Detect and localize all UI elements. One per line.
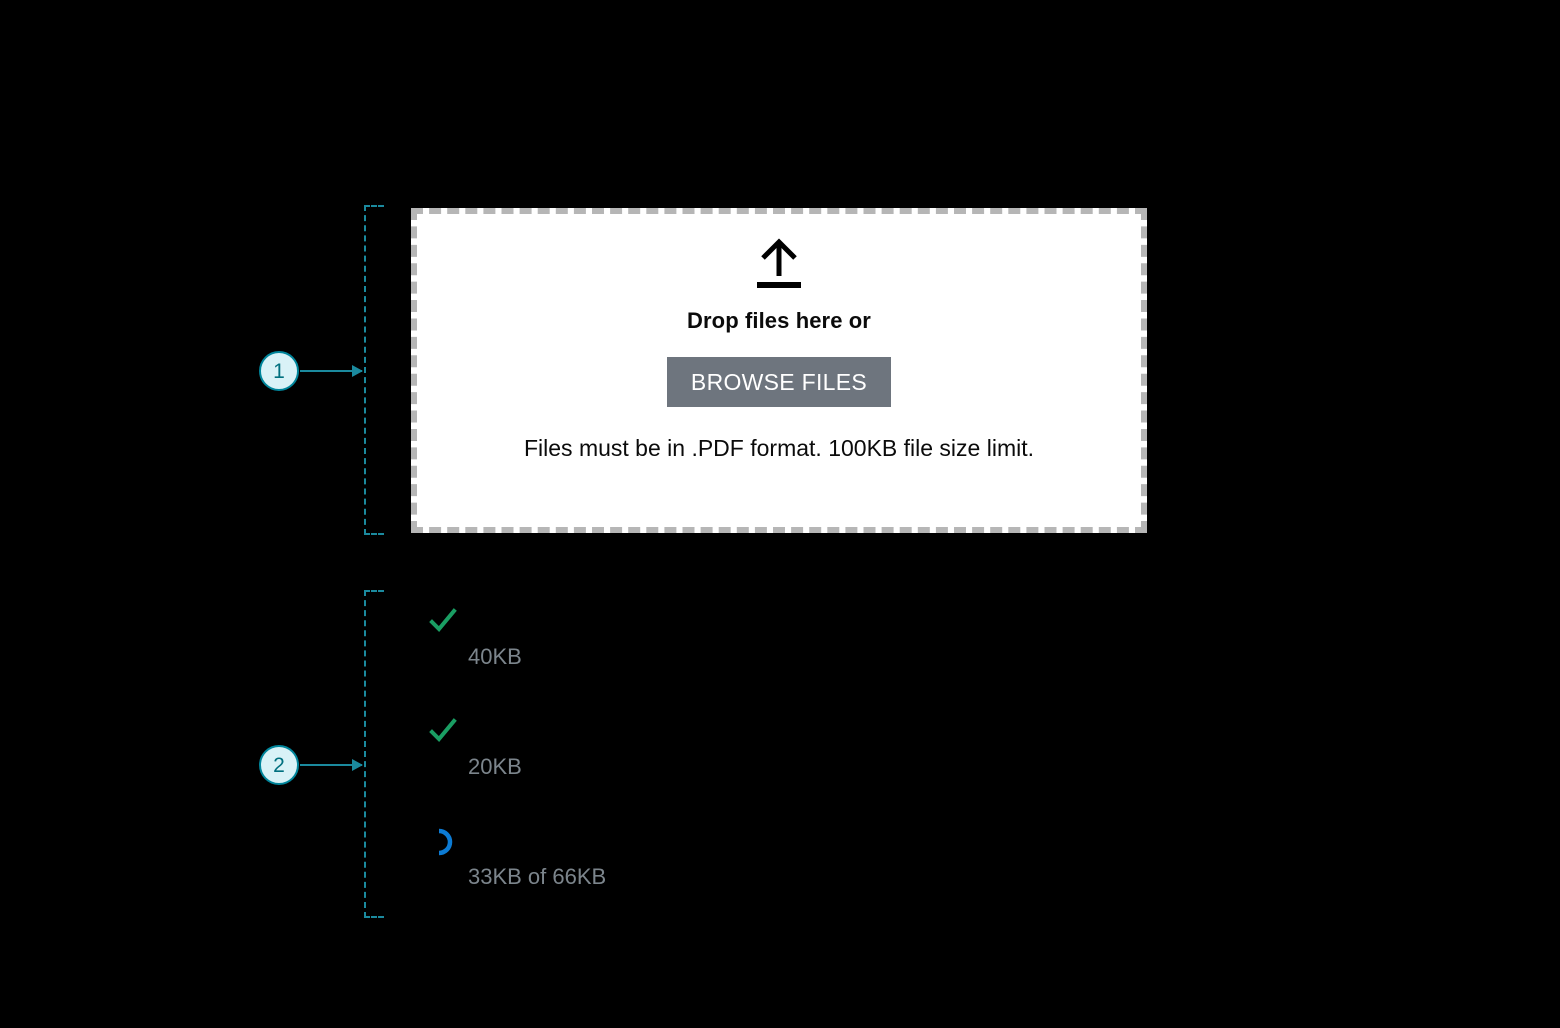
upload-arrow-icon <box>757 238 801 288</box>
annotation-marker-1: 1 <box>259 351 363 391</box>
spinner-icon <box>438 828 453 856</box>
annotation-arrow-1 <box>300 365 363 377</box>
check-icon <box>429 718 457 742</box>
check-icon <box>429 608 457 632</box>
annotation-bracket-2 <box>364 590 384 918</box>
annotation-bracket-1 <box>364 205 384 535</box>
dropzone-hint-text: Files must be in .PDF format. 100KB file… <box>524 435 1034 461</box>
file-list-item[interactable]: 40KB <box>428 600 1128 710</box>
file-upload-progress: 33KB of 66KB <box>468 864 607 889</box>
annotation-number-1: 1 <box>259 351 299 391</box>
uploaded-file-list: 40KB 20KB 33KB of 66KB <box>428 600 1128 930</box>
browse-files-button[interactable]: BROWSE FILES <box>666 357 892 407</box>
file-dropzone[interactable]: Drop files here or BROWSE FILES Files mu… <box>411 208 1147 533</box>
annotation-number-2: 2 <box>259 745 299 785</box>
annotation-marker-2: 2 <box>259 745 363 785</box>
file-size: 40KB <box>468 644 522 669</box>
file-size: 20KB <box>468 754 522 779</box>
annotation-arrow-2 <box>300 759 363 771</box>
file-list-item[interactable]: 20KB <box>428 710 1128 820</box>
dropzone-title: Drop files here or <box>687 308 871 333</box>
file-list-item[interactable]: 33KB of 66KB <box>428 820 1128 930</box>
